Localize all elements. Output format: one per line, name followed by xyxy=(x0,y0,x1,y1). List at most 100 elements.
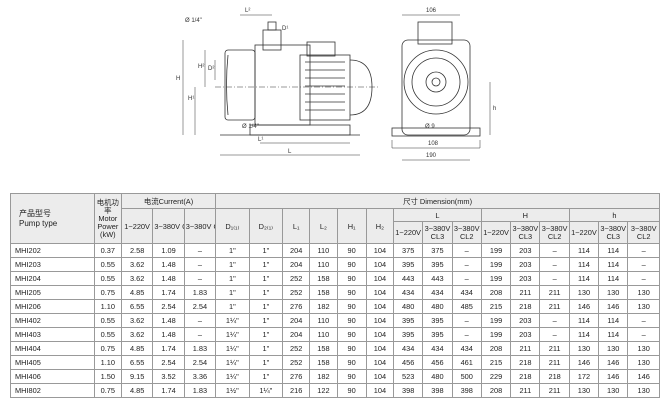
table-cell: 480 xyxy=(422,299,453,314)
table-cell: 2.54 xyxy=(183,299,217,314)
table-cell: 130 xyxy=(568,341,600,356)
table-cell: 203 xyxy=(510,327,541,342)
table-cell: 3.62 xyxy=(120,327,154,342)
table-cell: 90 xyxy=(336,327,367,342)
table-cell: 203 xyxy=(510,243,541,258)
table-cell: 1.83 xyxy=(183,383,217,398)
table-cell: – xyxy=(627,327,660,342)
table-cell: 114 xyxy=(568,243,600,258)
table-cell: 434 xyxy=(422,285,453,300)
table-cell: 130 xyxy=(627,383,660,398)
table-cell: 199 xyxy=(480,313,512,328)
table-cell: 110 xyxy=(309,327,338,342)
table-cell: 199 xyxy=(480,257,512,272)
model-cell: MHI204 xyxy=(10,271,95,286)
table-cell: 1¼" xyxy=(248,383,284,398)
h2-header: H₂ xyxy=(365,208,395,244)
table-cell: 90 xyxy=(336,271,367,286)
table-cell: 1¼" xyxy=(215,313,250,328)
table-cell: 104 xyxy=(365,313,395,328)
table-cell: 395 xyxy=(392,327,424,342)
table-cell: 110 xyxy=(309,257,338,272)
h-upper-group-header: H xyxy=(480,208,570,222)
l-label: L xyxy=(288,149,292,155)
table-cell: 434 xyxy=(451,341,482,356)
table-cell: 208 xyxy=(480,285,512,300)
table-cell: 398 xyxy=(392,383,424,398)
table-cell: 199 xyxy=(480,327,512,342)
table-cell: 1" xyxy=(248,355,284,370)
h1-label: H¹ xyxy=(188,96,194,102)
table-cell: – xyxy=(627,257,660,272)
table-cell: 1.48 xyxy=(152,313,185,328)
table-cell: 1.74 xyxy=(152,383,185,398)
l1-label: L¹ xyxy=(258,137,263,143)
table-cell: 4.85 xyxy=(120,341,154,356)
port-bottom-label: Ø 1/4" xyxy=(242,124,259,130)
table-cell: 1" xyxy=(215,271,250,286)
table-cell: 1" xyxy=(215,299,250,314)
table-cell: 158 xyxy=(309,341,338,356)
table-cell: 218 xyxy=(510,369,541,384)
table-cell: 104 xyxy=(365,369,395,384)
table-cell: 3.36 xyxy=(183,369,217,384)
table-cell: 1.48 xyxy=(152,327,185,342)
pump-type-cn: 产品型号 xyxy=(19,208,51,218)
d1-label: D¹ xyxy=(282,26,288,32)
model-cell: MHI202 xyxy=(10,243,95,258)
table-cell: – xyxy=(183,313,217,328)
table-cell: 252 xyxy=(282,355,311,370)
table-cell: 1" xyxy=(248,313,284,328)
table-cell: 216 xyxy=(282,383,311,398)
table-cell: – xyxy=(539,243,570,258)
table-cell: 6.55 xyxy=(120,299,154,314)
table-cell: 146 xyxy=(568,299,600,314)
table-cell: 434 xyxy=(451,285,482,300)
motor-cn: 电机功率 xyxy=(96,197,119,215)
table-cell: – xyxy=(451,257,482,272)
table-cell: 114 xyxy=(598,271,629,286)
table-cell: – xyxy=(539,327,570,342)
table-cell: 172 xyxy=(568,369,600,384)
table-cell: 4.85 xyxy=(120,383,154,398)
model-cell: MHI206 xyxy=(10,299,95,314)
table-cell: 3.62 xyxy=(120,271,154,286)
pump-dimension-drawings: Ø 1/4" Ø 1/4" L² D¹ D² H H¹ H² L¹ L 106 … xyxy=(176,8,496,161)
table-cell: 276 xyxy=(282,369,311,384)
table-cell: 211 xyxy=(510,285,541,300)
table-cell: 90 xyxy=(336,243,367,258)
h-3-380v-cl3: 3~380V CL3 xyxy=(510,221,541,244)
table-cell: 90 xyxy=(336,341,367,356)
h1-header: H₁ xyxy=(336,208,367,244)
table-cell: 0.55 xyxy=(93,271,122,286)
table-cell: 0.55 xyxy=(93,313,122,328)
table-cell: – xyxy=(451,271,482,286)
table-cell: 114 xyxy=(568,313,600,328)
table-cell: – xyxy=(183,327,217,342)
table-cell: – xyxy=(183,243,217,258)
table-cell: 203 xyxy=(510,257,541,272)
table-cell: 0.37 xyxy=(93,243,122,258)
side-view-drawing: Ø 1/4" Ø 1/4" L² D¹ D² H H¹ H² L¹ L xyxy=(176,8,380,156)
table-cell: 208 xyxy=(480,341,512,356)
l2-label: L² xyxy=(245,8,250,14)
table-cell: 1" xyxy=(215,243,250,258)
table-cell: 182 xyxy=(309,369,338,384)
table-cell: 104 xyxy=(365,285,395,300)
table-cell: 130 xyxy=(598,383,629,398)
table-cell: 252 xyxy=(282,285,311,300)
table-cell: 104 xyxy=(365,327,395,342)
table-cell: 375 xyxy=(392,243,424,258)
table-cell: 1.50 xyxy=(93,369,122,384)
model-cell: MHI402 xyxy=(10,313,95,328)
end-view-drawing: 106 Ø 9 108 190 h xyxy=(391,8,496,161)
table-cell: 6.55 xyxy=(120,355,154,370)
model-cell: MHI203 xyxy=(10,257,95,272)
table-cell: 203 xyxy=(510,313,541,328)
table-cell: 395 xyxy=(422,313,453,328)
